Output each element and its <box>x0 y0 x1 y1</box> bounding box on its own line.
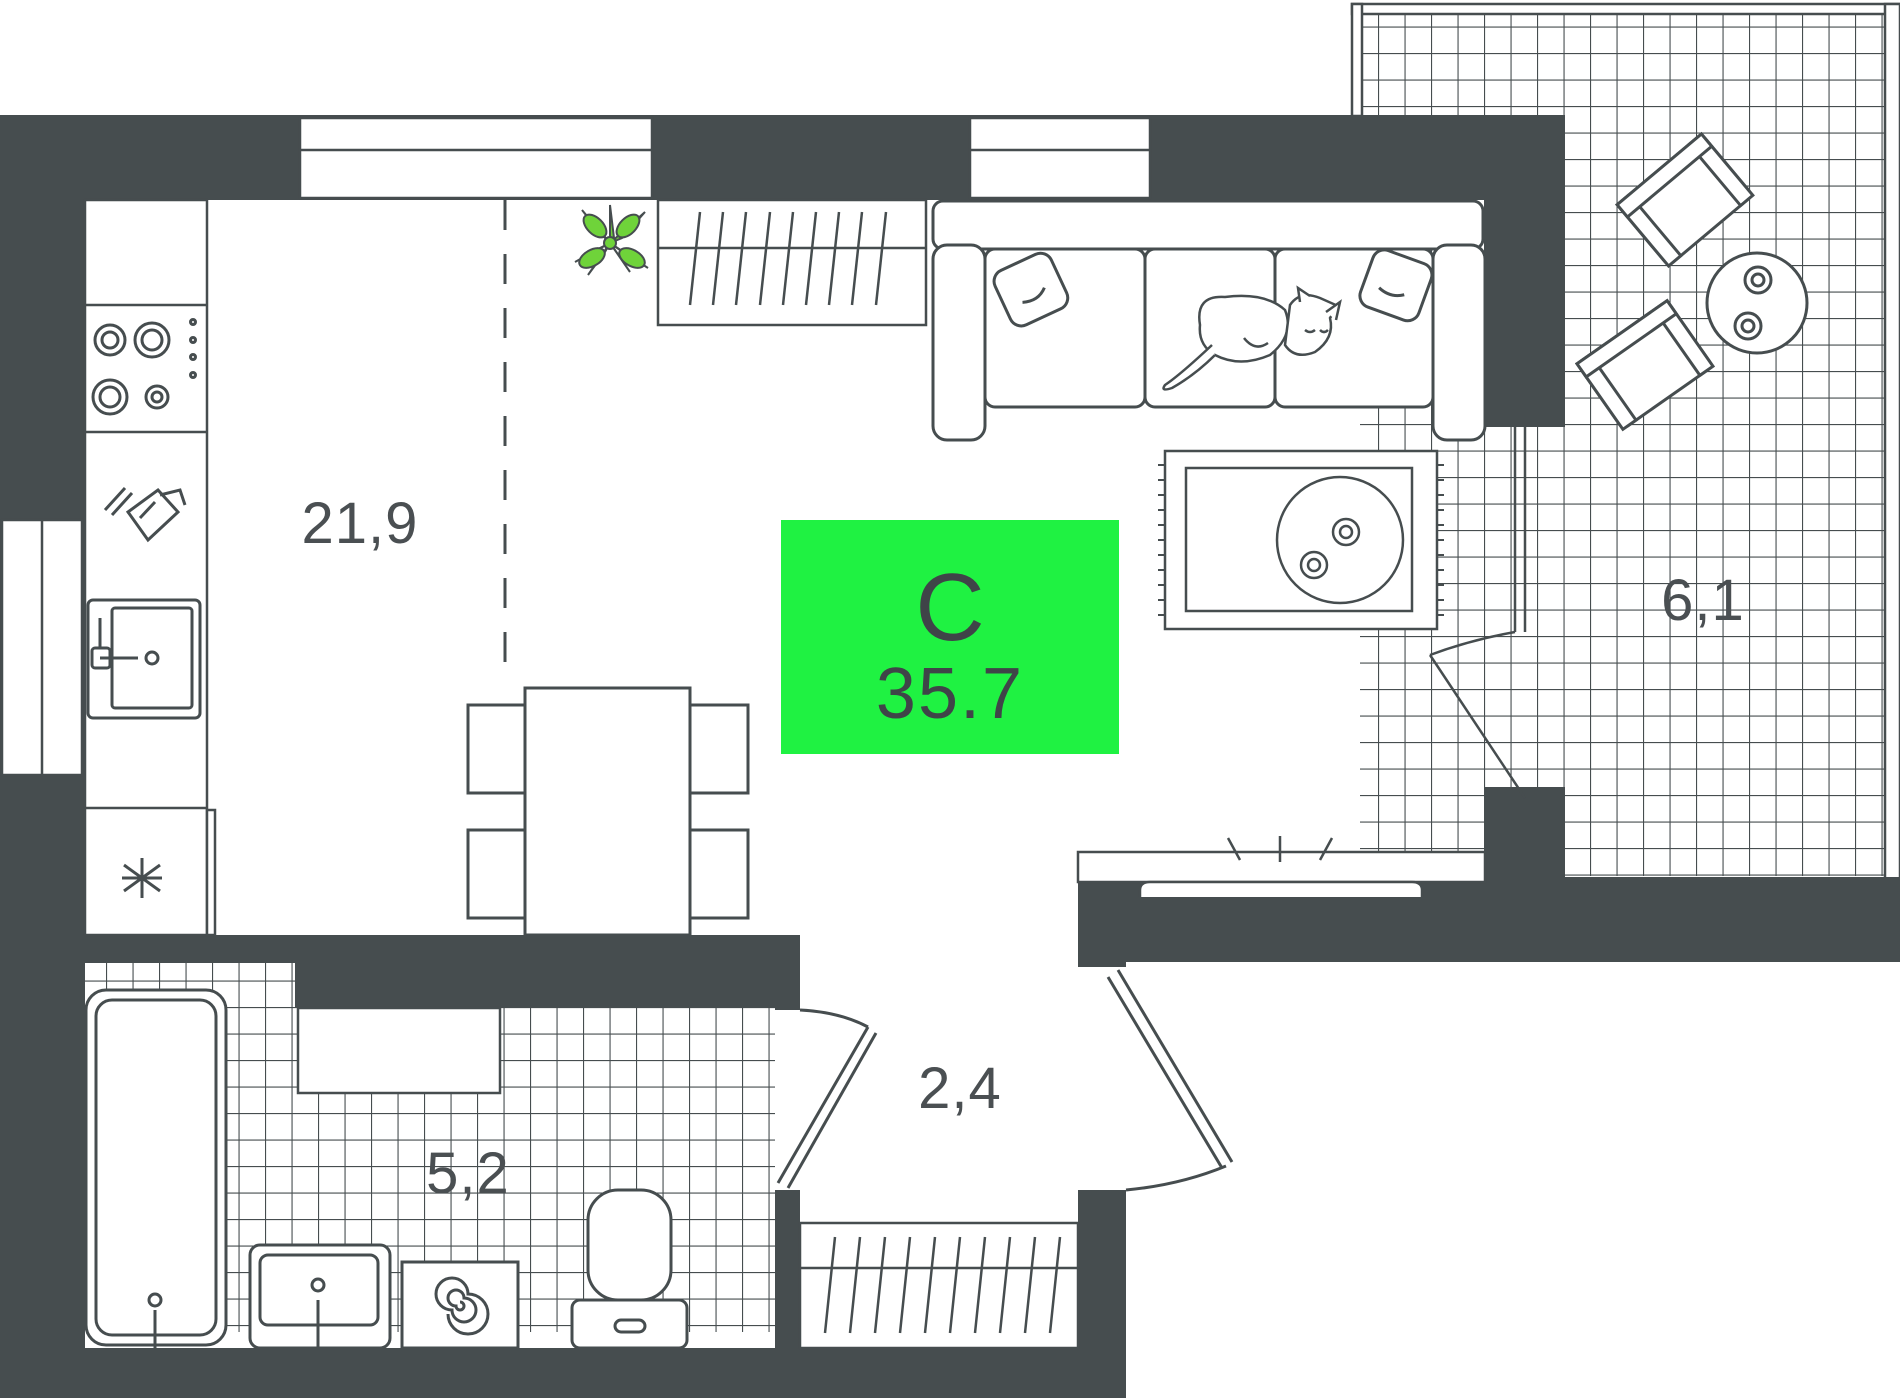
sofa-icon <box>931 199 1487 442</box>
stove-icon <box>91 318 197 416</box>
kitchen-sink-icon <box>86 598 202 720</box>
bathroom-door <box>776 1008 878 1189</box>
balcony-door <box>1428 427 1527 799</box>
plant-icon <box>574 204 649 276</box>
bathroom-area-label: 5,2 <box>426 1141 510 1206</box>
living-area-label: 21,9 <box>302 491 419 556</box>
hall-wardrobe <box>798 1221 1080 1350</box>
washbasin-icon <box>248 1243 392 1350</box>
badge-background <box>781 520 1119 754</box>
area-labels: 21,9 6,1 5,2 2,4 <box>302 491 1745 1206</box>
coffee-table-icon <box>1158 449 1444 631</box>
washing-machine-icon <box>400 1260 520 1350</box>
balcony-area-label: 6,1 <box>1661 568 1745 633</box>
armchair-icon <box>1574 131 1755 432</box>
cat-icon <box>1162 285 1342 391</box>
cutting-board-icon <box>103 486 187 543</box>
windows <box>0 116 1152 777</box>
toilet-icon <box>570 1188 689 1350</box>
wardrobe-icon <box>656 198 928 327</box>
tv-stand-icon <box>1076 836 1487 897</box>
bathroom-cabinet <box>296 1006 502 1095</box>
balcony <box>1350 2 1900 886</box>
dining-table-icon <box>466 686 750 937</box>
apartment-total-area: 35.7 <box>876 654 1024 734</box>
balcony-table-icon <box>1705 251 1809 355</box>
hall-area-label: 2,4 <box>918 1056 1002 1121</box>
fridge-icon <box>122 858 162 898</box>
bathtub-icon <box>84 988 228 1348</box>
entrance-door <box>1106 969 1234 1192</box>
kitchen-counter <box>83 198 217 937</box>
apartment-type: С <box>915 554 984 661</box>
apartment-badge: С 35.7 <box>781 520 1119 754</box>
